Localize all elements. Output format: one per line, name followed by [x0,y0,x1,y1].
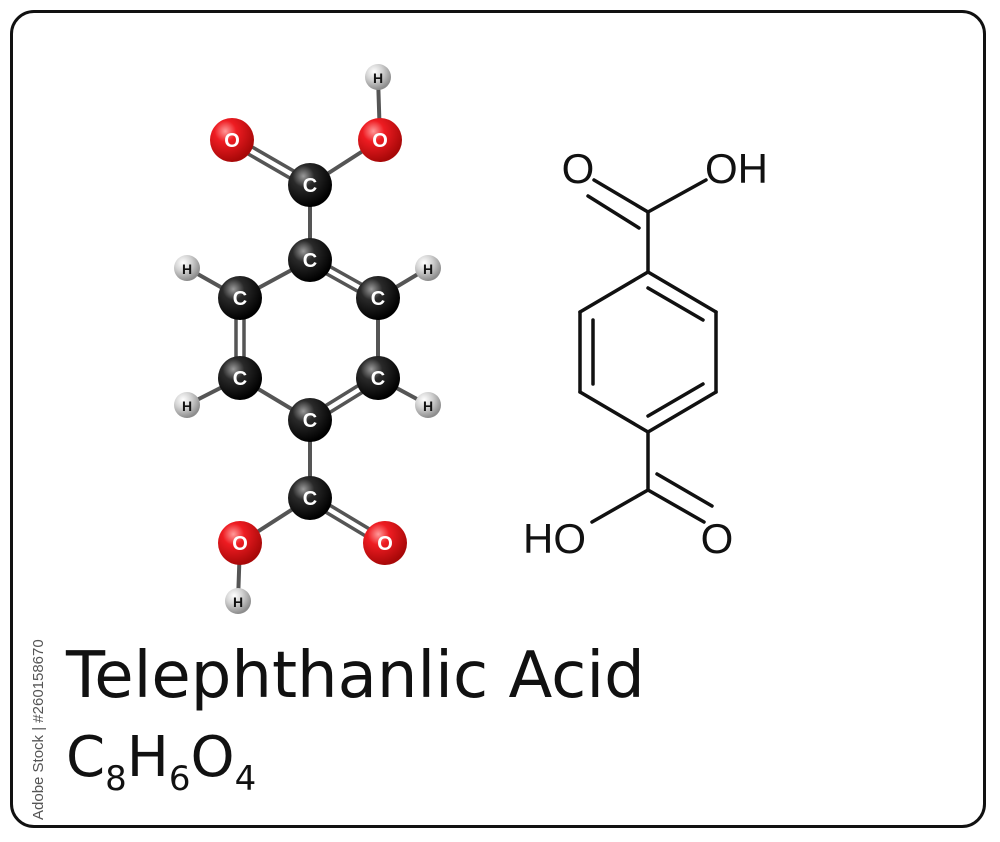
atom-h-14: H [415,255,441,281]
atom-sphere [365,64,391,90]
atom-label: C [303,410,317,432]
atom-label: H [373,70,383,86]
formula-subscript-o: 4 [234,759,257,799]
atom-sphere [288,476,332,520]
atom-c-2: C [218,276,262,320]
atom-label: H [423,261,433,277]
molecular-formula: C8H6O4 [66,718,256,805]
atom-sphere [415,392,441,418]
formula-subscript-h: 6 [168,759,191,799]
formula-element-c: C [66,725,106,790]
atom-label: H [233,594,243,610]
atom-label: C [303,175,317,197]
atom-o-10: O [218,521,262,565]
atom-label: C [371,288,385,310]
atom-c-1: C [288,238,332,282]
atom-sphere [415,255,441,281]
skeletal-bond-3 [586,194,641,230]
atom-h-16: H [415,392,441,418]
atom-label: C [233,288,247,310]
atom-c-0: C [288,163,332,207]
atom-label: C [303,488,317,510]
atom-h-13: H [174,255,200,281]
skeletal-label-top-oh: OH [705,145,768,192]
atom-sphere [174,255,200,281]
atom-c-4: C [218,356,262,400]
atom-c-6: C [288,398,332,442]
skeletal-bond-7 [578,390,650,434]
atom-sphere [363,521,407,565]
atom-sphere [288,398,332,442]
skeletal-formula: O OH HO O [523,145,768,562]
atom-sphere [288,238,332,282]
atom-c-7: C [288,476,332,520]
atom-sphere [218,276,262,320]
formula-element-o: O [190,725,235,790]
skeletal-bond-15 [646,488,706,524]
atom-label: O [232,533,248,555]
atom-sphere [218,356,262,400]
atom-sphere [218,521,262,565]
atom-sphere [210,118,254,162]
formula-element-h: H [126,725,169,790]
skeletal-bonds [578,178,718,524]
atom-label: H [182,398,192,414]
skeletal-bond-10 [646,286,705,322]
skeletal-label-bottom-o: O [701,515,734,562]
skeletal-label-top-o: O [562,145,595,192]
atom-h-12: H [365,64,391,90]
skeletal-bond-1 [646,178,708,214]
compound-name: Telephthanlic Acid [66,639,645,713]
atom-label: O [377,533,393,555]
skeletal-bond-6 [646,390,718,434]
atom-sphere [356,356,400,400]
atom-label: H [182,261,192,277]
atom-sphere [358,118,402,162]
atom-label: O [224,130,240,152]
atom-o-11: O [363,521,407,565]
stock-watermark-id: Adobe Stock | #260158670 [30,639,47,820]
atom-label: H [423,398,433,414]
skeletal-bond-9 [578,270,650,314]
atom-sphere [225,588,251,614]
skeletal-bond-14 [590,488,650,524]
atom-o-9: O [358,118,402,162]
skeletal-label-bottom-ho: HO [523,515,586,562]
atom-sphere [288,163,332,207]
skeletal-bond-16 [655,472,714,508]
atom-sphere [356,276,400,320]
atom-o-8: O [210,118,254,162]
atom-label: O [372,130,388,152]
atom-label: C [371,368,385,390]
formula-subscript-c: 8 [105,759,127,799]
atom-sphere [174,392,200,418]
atom-h-17: H [225,588,251,614]
atom-label: C [233,368,247,390]
atom-c-3: C [356,276,400,320]
image-frame [10,10,986,828]
atom-h-15: H [174,392,200,418]
atom-c-5: C [356,356,400,400]
skeletal-bond-11 [646,382,705,418]
ball-and-stick-model: C C C C C C C C O O O O H H H H H H [174,64,441,614]
atom-label: C [303,250,317,272]
skeletal-bond-4 [646,270,718,314]
ball-stick-atoms: C C C C C C C C O O O O H H H H H H [174,64,441,614]
skeletal-bond-2 [592,178,650,214]
